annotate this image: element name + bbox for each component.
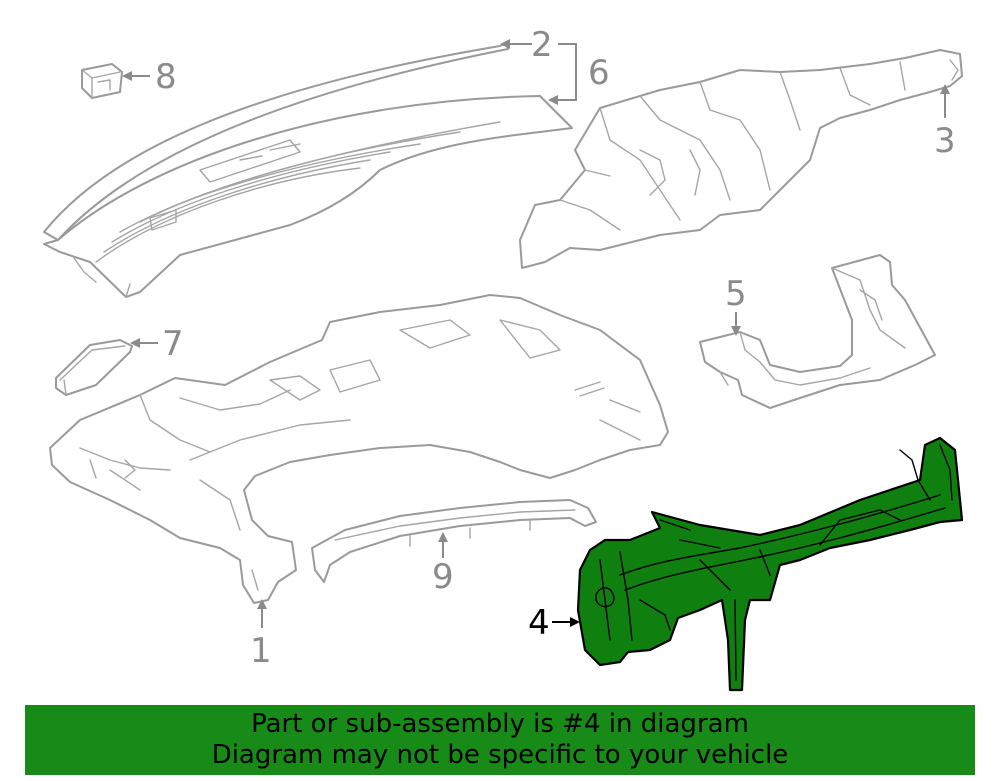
banner-line-1: Part or sub-assembly is #4 in diagram bbox=[251, 709, 749, 739]
part-instrument-panel[interactable] bbox=[49, 294, 669, 604]
callout-6: 6 bbox=[588, 53, 610, 93]
info-banner: Part or sub-assembly is #4 in diagram Di… bbox=[25, 705, 975, 775]
part-cross-car-beam[interactable] bbox=[576, 436, 964, 692]
leader-lines bbox=[122, 39, 950, 628]
callout-4: 4 bbox=[528, 603, 550, 643]
callout-5: 5 bbox=[725, 274, 747, 314]
callout-8: 8 bbox=[155, 57, 177, 97]
callout-1: 1 bbox=[250, 631, 272, 671]
part-trim-panel[interactable] bbox=[55, 339, 133, 396]
part-bracket[interactable] bbox=[699, 254, 936, 409]
part-upper-dash-pad[interactable] bbox=[43, 42, 573, 298]
callout-9: 9 bbox=[432, 557, 454, 597]
callout-7: 7 bbox=[162, 324, 184, 364]
parts-diagram: 2 6 8 3 5 7 9 1 4 bbox=[43, 25, 964, 692]
banner-line-2: Diagram may not be specific to your vehi… bbox=[211, 740, 789, 770]
part-clip[interactable] bbox=[81, 63, 123, 99]
callout-3: 3 bbox=[934, 121, 956, 161]
part-lower-trim[interactable] bbox=[311, 499, 597, 583]
part-upper-frame[interactable] bbox=[519, 49, 963, 269]
callout-2: 2 bbox=[531, 25, 553, 65]
